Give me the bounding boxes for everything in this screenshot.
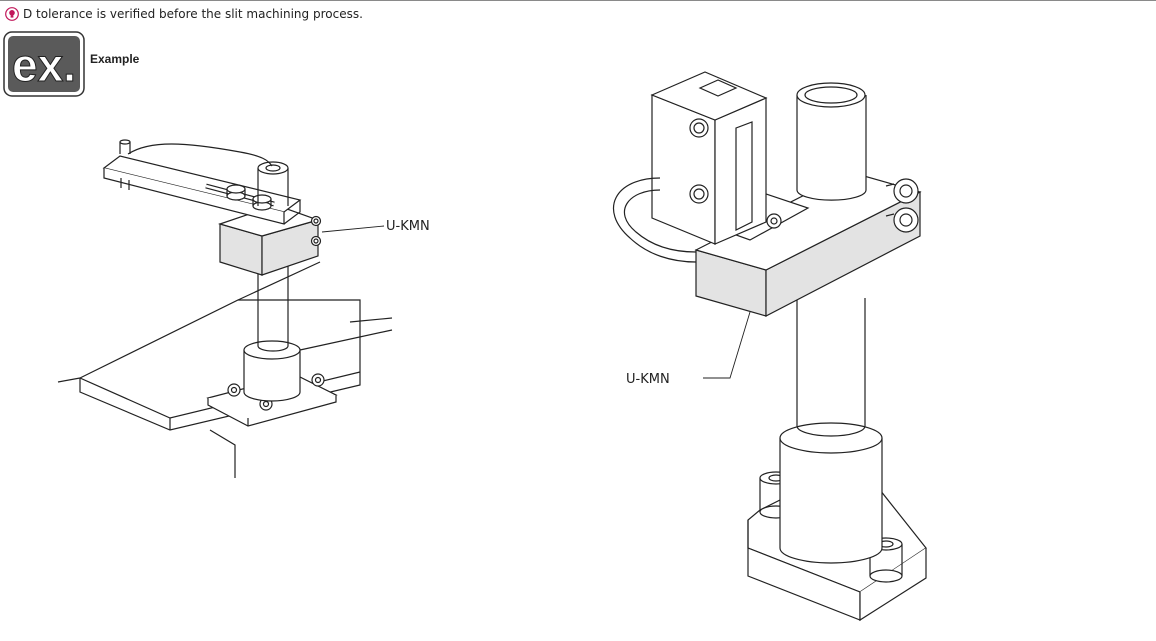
example-badge-icon: ex.	[3, 31, 85, 97]
example-label: Example	[90, 52, 140, 66]
right-callout: U-KMN	[626, 372, 670, 387]
lightbulb-icon	[5, 7, 19, 21]
badge-text: ex.	[12, 39, 76, 91]
left-callout: U-KMN	[386, 219, 430, 234]
note-text: D tolerance is verified before the slit …	[23, 7, 363, 21]
top-rule	[0, 0, 1156, 1]
tolerance-note: D tolerance is verified before the slit …	[5, 7, 363, 21]
